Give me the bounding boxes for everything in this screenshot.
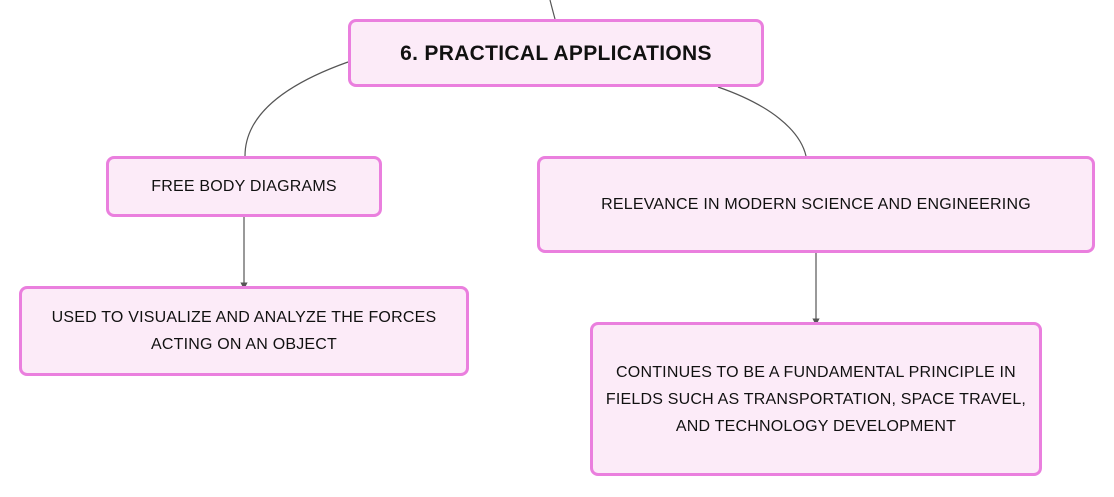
root-node[interactable]: 6. PRACTICAL APPLICATIONS: [348, 19, 764, 87]
branch-node-relevance[interactable]: RELEVANCE IN MODERN SCIENCE AND ENGINEER…: [537, 156, 1095, 253]
connector-root-to-relevance: [717, 86, 807, 157]
leaf-node-label: USED TO VISUALIZE AND ANALYZE THE FORCES…: [51, 309, 437, 353]
root-node-label: 6. PRACTICAL APPLICATIONS: [400, 41, 712, 65]
leaf-node-free-body-usage[interactable]: USED TO VISUALIZE AND ANALYZE THE FORCES…: [19, 286, 469, 376]
branch-node-label: RELEVANCE IN MODERN SCIENCE AND ENGINEER…: [601, 196, 1031, 213]
leaf-node-relevance-detail[interactable]: CONTINUES TO BE A FUNDAMENTAL PRINCIPLE …: [590, 322, 1042, 476]
leaf-node-label: CONTINUES TO BE A FUNDAMENTAL PRINCIPLE …: [605, 363, 1027, 435]
branch-node-free-body-diagrams[interactable]: FREE BODY DIAGRAMS: [106, 156, 382, 217]
connector-parent-to-root: [549, 0, 556, 20]
branch-node-label: FREE BODY DIAGRAMS: [151, 178, 337, 195]
connector-root-to-free-body-diagrams: [244, 61, 349, 157]
